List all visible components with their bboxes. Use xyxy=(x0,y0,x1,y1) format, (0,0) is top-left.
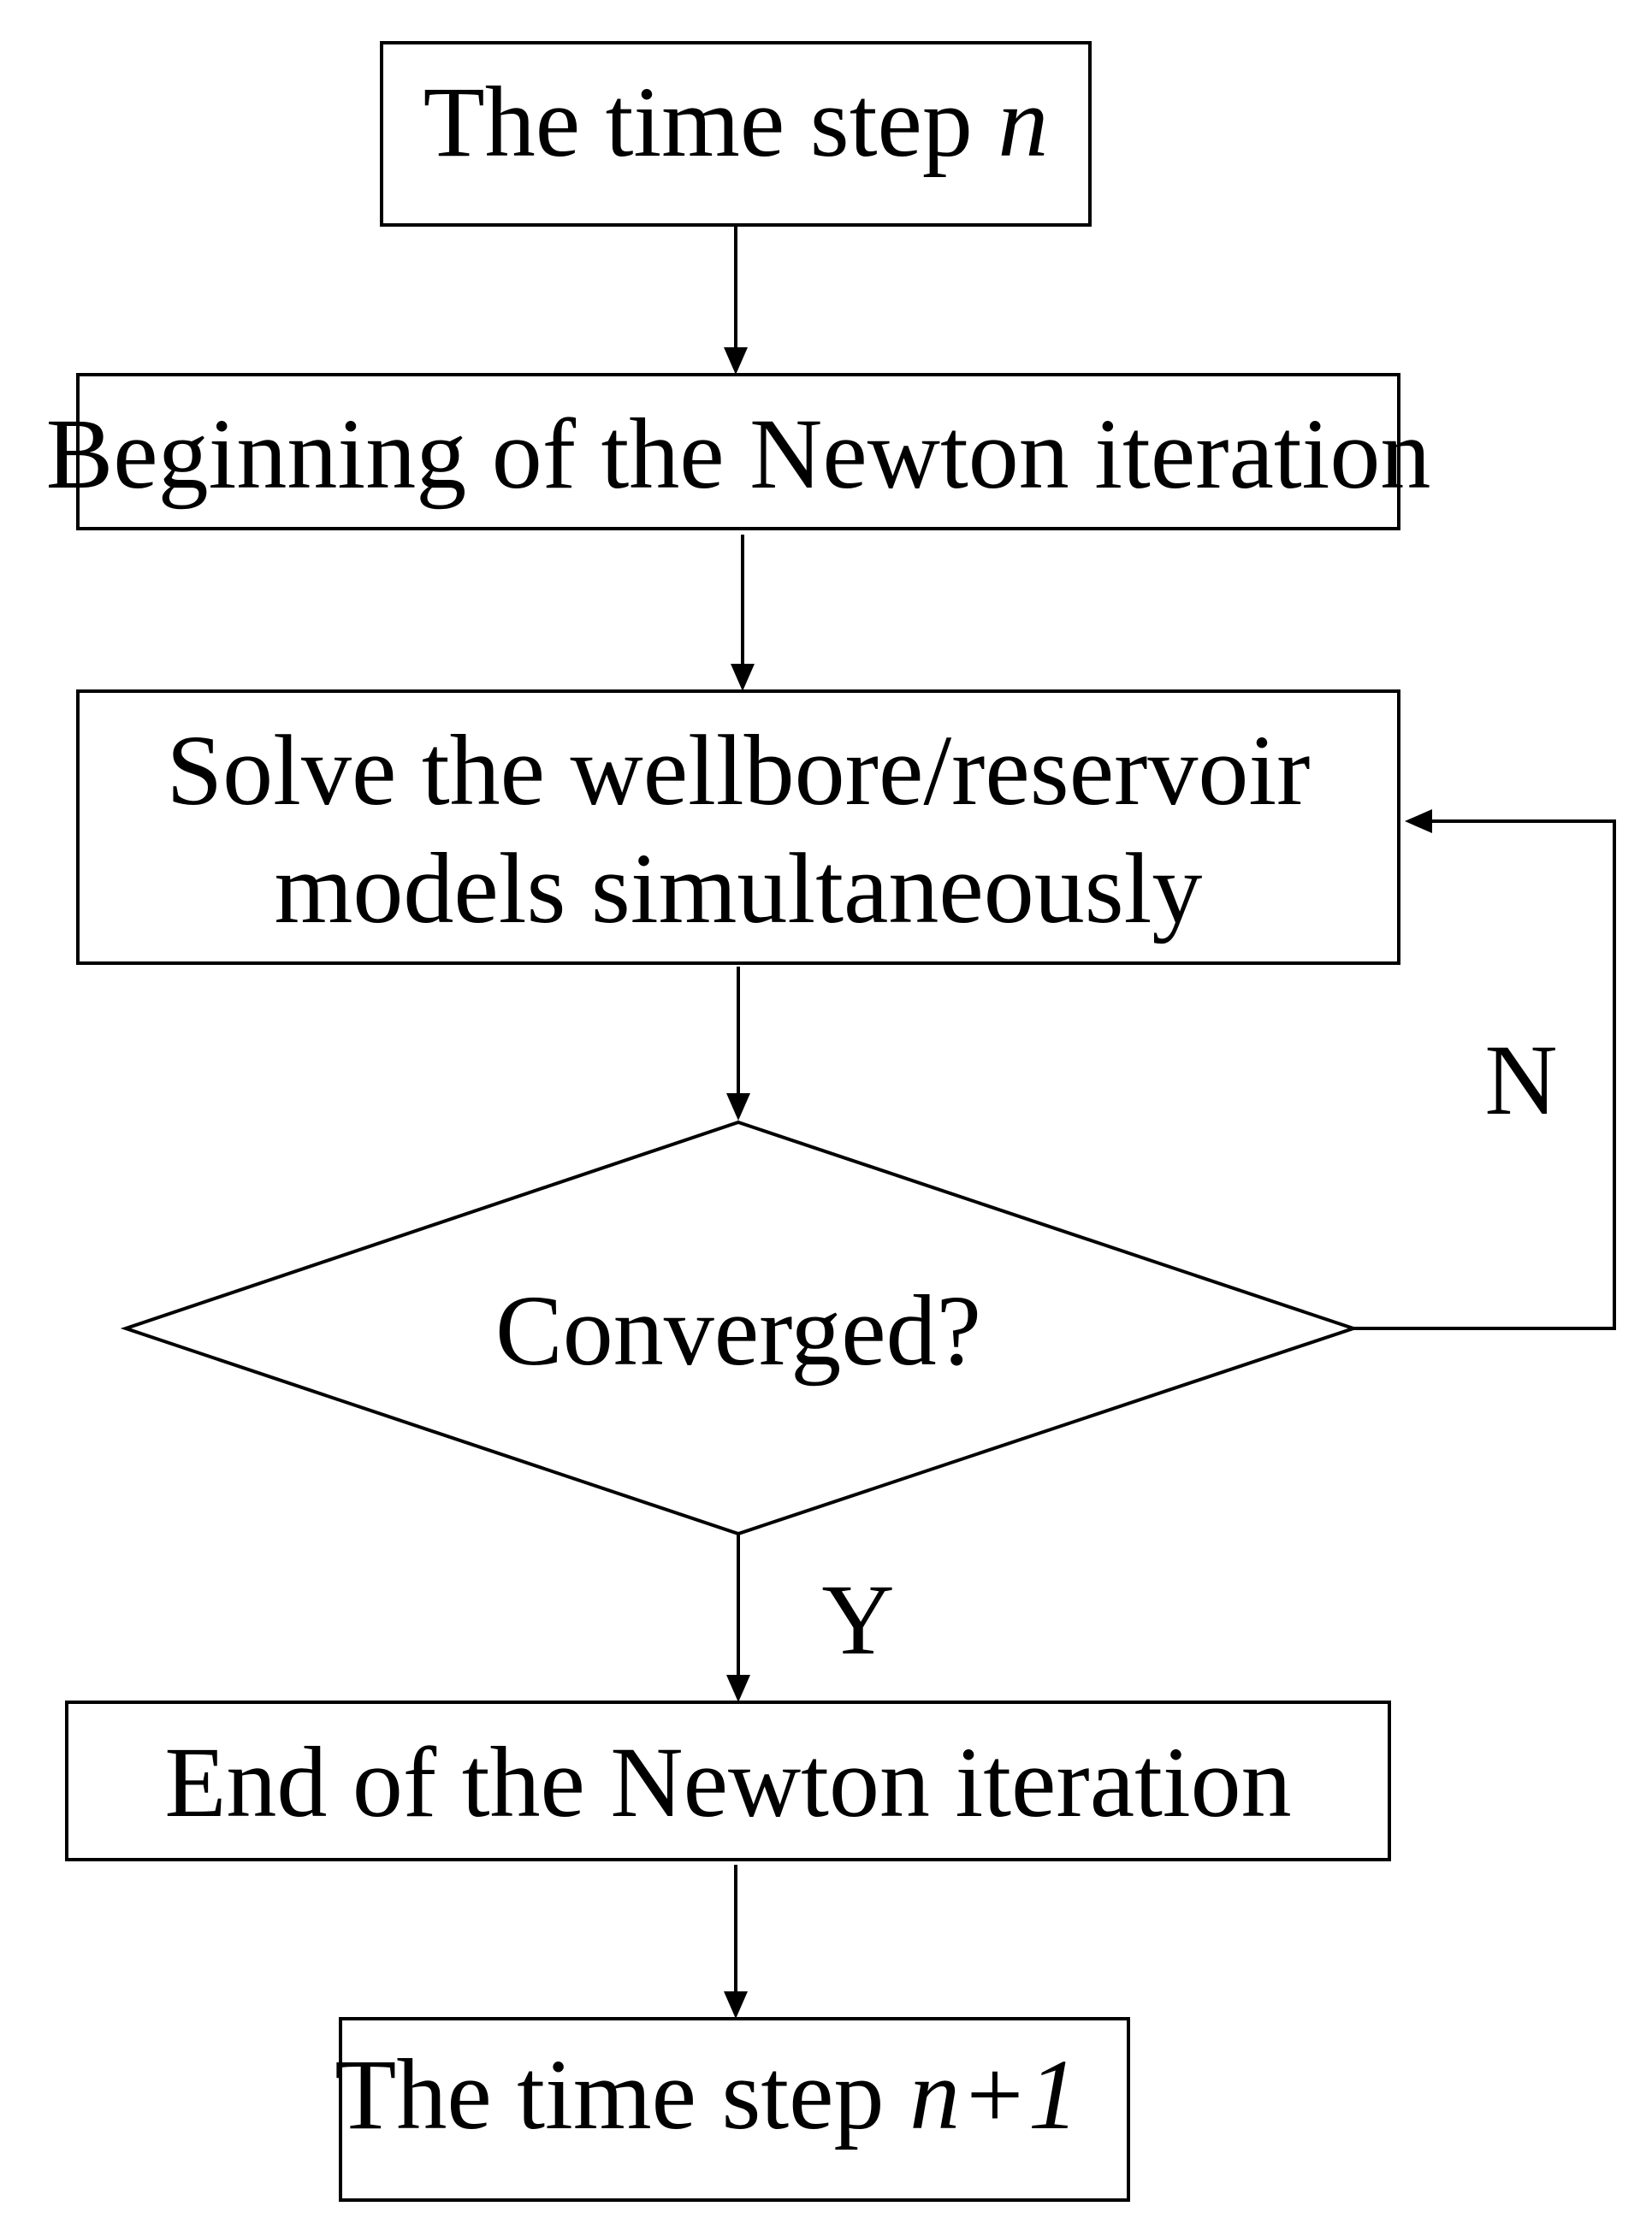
arrow-start-to-begin xyxy=(724,225,748,375)
arrow-no-loop xyxy=(1353,809,1616,1330)
newton-begin-box xyxy=(76,373,1400,530)
solve-label-line1: Solve the wellbore/reservoir xyxy=(167,714,1311,826)
arrow-end-to-next xyxy=(724,1865,748,2019)
arrow-solve-to-decision xyxy=(726,967,750,1121)
start-label-text: The time step xyxy=(423,66,998,178)
arrow-begin-to-solve xyxy=(731,535,755,691)
newton-end-label: End of the Newton iteration xyxy=(164,1726,1291,1838)
start-label-var: n xyxy=(998,66,1048,178)
arrow-yes xyxy=(726,1534,750,1702)
start-node: The time step n xyxy=(380,41,1092,227)
decision-node: Converged? xyxy=(120,1120,1359,1536)
newton-begin-node: Beginning of the Newton iteration xyxy=(46,373,1431,530)
solve-label-line2: models simultaneously xyxy=(275,832,1203,944)
start-box xyxy=(380,41,1092,227)
newton-end-box xyxy=(65,1701,1391,1861)
newton-end-node: End of the Newton iteration xyxy=(65,1701,1391,1861)
next-label-text: The time step xyxy=(335,2038,909,2150)
next-node: The time step n+1 xyxy=(335,2017,1130,2202)
solve-box xyxy=(76,689,1400,965)
no-branch-label: N xyxy=(1484,1024,1557,1136)
decision-label: Converged? xyxy=(495,1275,981,1387)
start-label: The time step n xyxy=(423,66,1049,178)
next-label-var: n+1 xyxy=(909,2038,1079,2150)
yes-branch-label: Y xyxy=(821,1564,894,1676)
next-box xyxy=(339,2017,1130,2202)
next-label: The time step n+1 xyxy=(335,2038,1078,2150)
newton-begin-label: Beginning of the Newton iteration xyxy=(46,398,1431,510)
solve-node: Solve the wellbore/reservoir models simu… xyxy=(76,689,1400,965)
